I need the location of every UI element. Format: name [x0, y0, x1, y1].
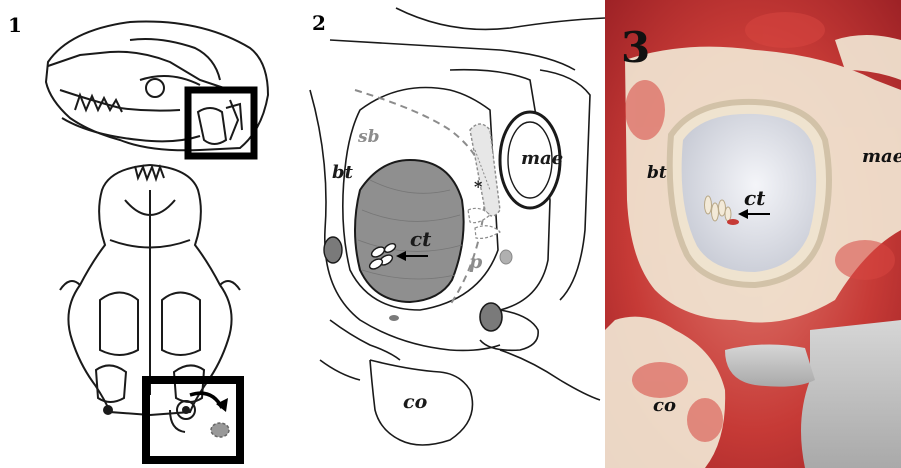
label-co: co	[403, 391, 428, 413]
label-sb: sb	[357, 127, 379, 147]
highlight-box-ventral	[146, 380, 240, 460]
panel-number: 3	[621, 23, 650, 72]
label-bt-photo: bt	[647, 163, 667, 183]
label-bt: bt	[332, 162, 354, 183]
label-ct: ct	[410, 227, 432, 251]
foramen-left	[324, 237, 342, 263]
label-asterisk: *	[474, 177, 483, 196]
gray-background	[801, 320, 901, 468]
skull-drawing: 1	[0, 0, 300, 468]
p-structure	[500, 250, 512, 264]
foramen-right	[480, 303, 502, 331]
label-ct-photo: ct	[744, 186, 766, 210]
ct-tissue	[727, 219, 739, 225]
panel-1: 1	[0, 0, 300, 468]
panel-2: 2	[300, 0, 605, 468]
label-mae: mae	[521, 148, 563, 169]
asterisk-region	[468, 124, 500, 238]
foramen-dot	[103, 405, 113, 415]
label-co-photo: co	[653, 395, 676, 416]
lateral-skull	[46, 22, 268, 151]
specimen-photo: 3 bt ct mae co	[605, 0, 901, 468]
bulla-schematic: 2	[300, 0, 605, 468]
highlight-box-lateral	[188, 90, 254, 156]
panel-number: 2	[312, 11, 326, 35]
label-mae-photo: mae	[862, 146, 901, 167]
panel-number: 1	[8, 13, 22, 37]
label-p: p	[469, 251, 483, 273]
foramen-small	[389, 315, 399, 321]
panel-3: 3 bt ct mae co	[605, 0, 901, 468]
